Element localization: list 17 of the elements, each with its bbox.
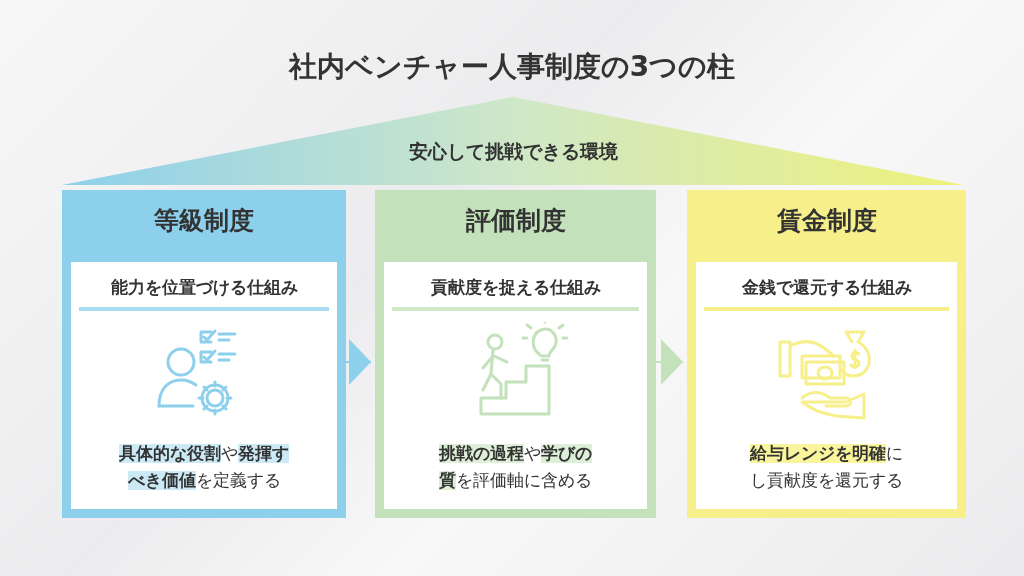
pillar-box xyxy=(62,190,346,518)
subheading: 能力を位置づける仕組み xyxy=(79,276,329,311)
subheading: 金銭で還元する仕組み xyxy=(704,276,949,311)
description-text: 給与レンジを明確にし貢献度を還元する xyxy=(748,443,904,493)
subheading: 貢献度を捉える仕組み xyxy=(392,276,639,311)
pillar-heading: 等級制度 xyxy=(153,205,255,237)
roof-triangle xyxy=(62,97,964,185)
pillar-heading: 賃金制度 xyxy=(775,205,878,237)
pillar-box xyxy=(687,190,966,518)
pillar-heading: 評価制度 xyxy=(464,205,567,237)
roof-text: 安心して挑戦できる環境 xyxy=(407,139,619,164)
chevron-arrow xyxy=(655,339,684,385)
description-text: 挑戦の過程や学びの質を評価軸に含める xyxy=(437,443,593,493)
chevron-arrow xyxy=(345,339,372,385)
pillar-box xyxy=(375,190,656,518)
diagram-title: 社内ベンチャー人事制度の3つの柱 xyxy=(287,49,737,85)
description-text: 具体的な役割や発揮すべき価値を定義する xyxy=(118,443,290,493)
